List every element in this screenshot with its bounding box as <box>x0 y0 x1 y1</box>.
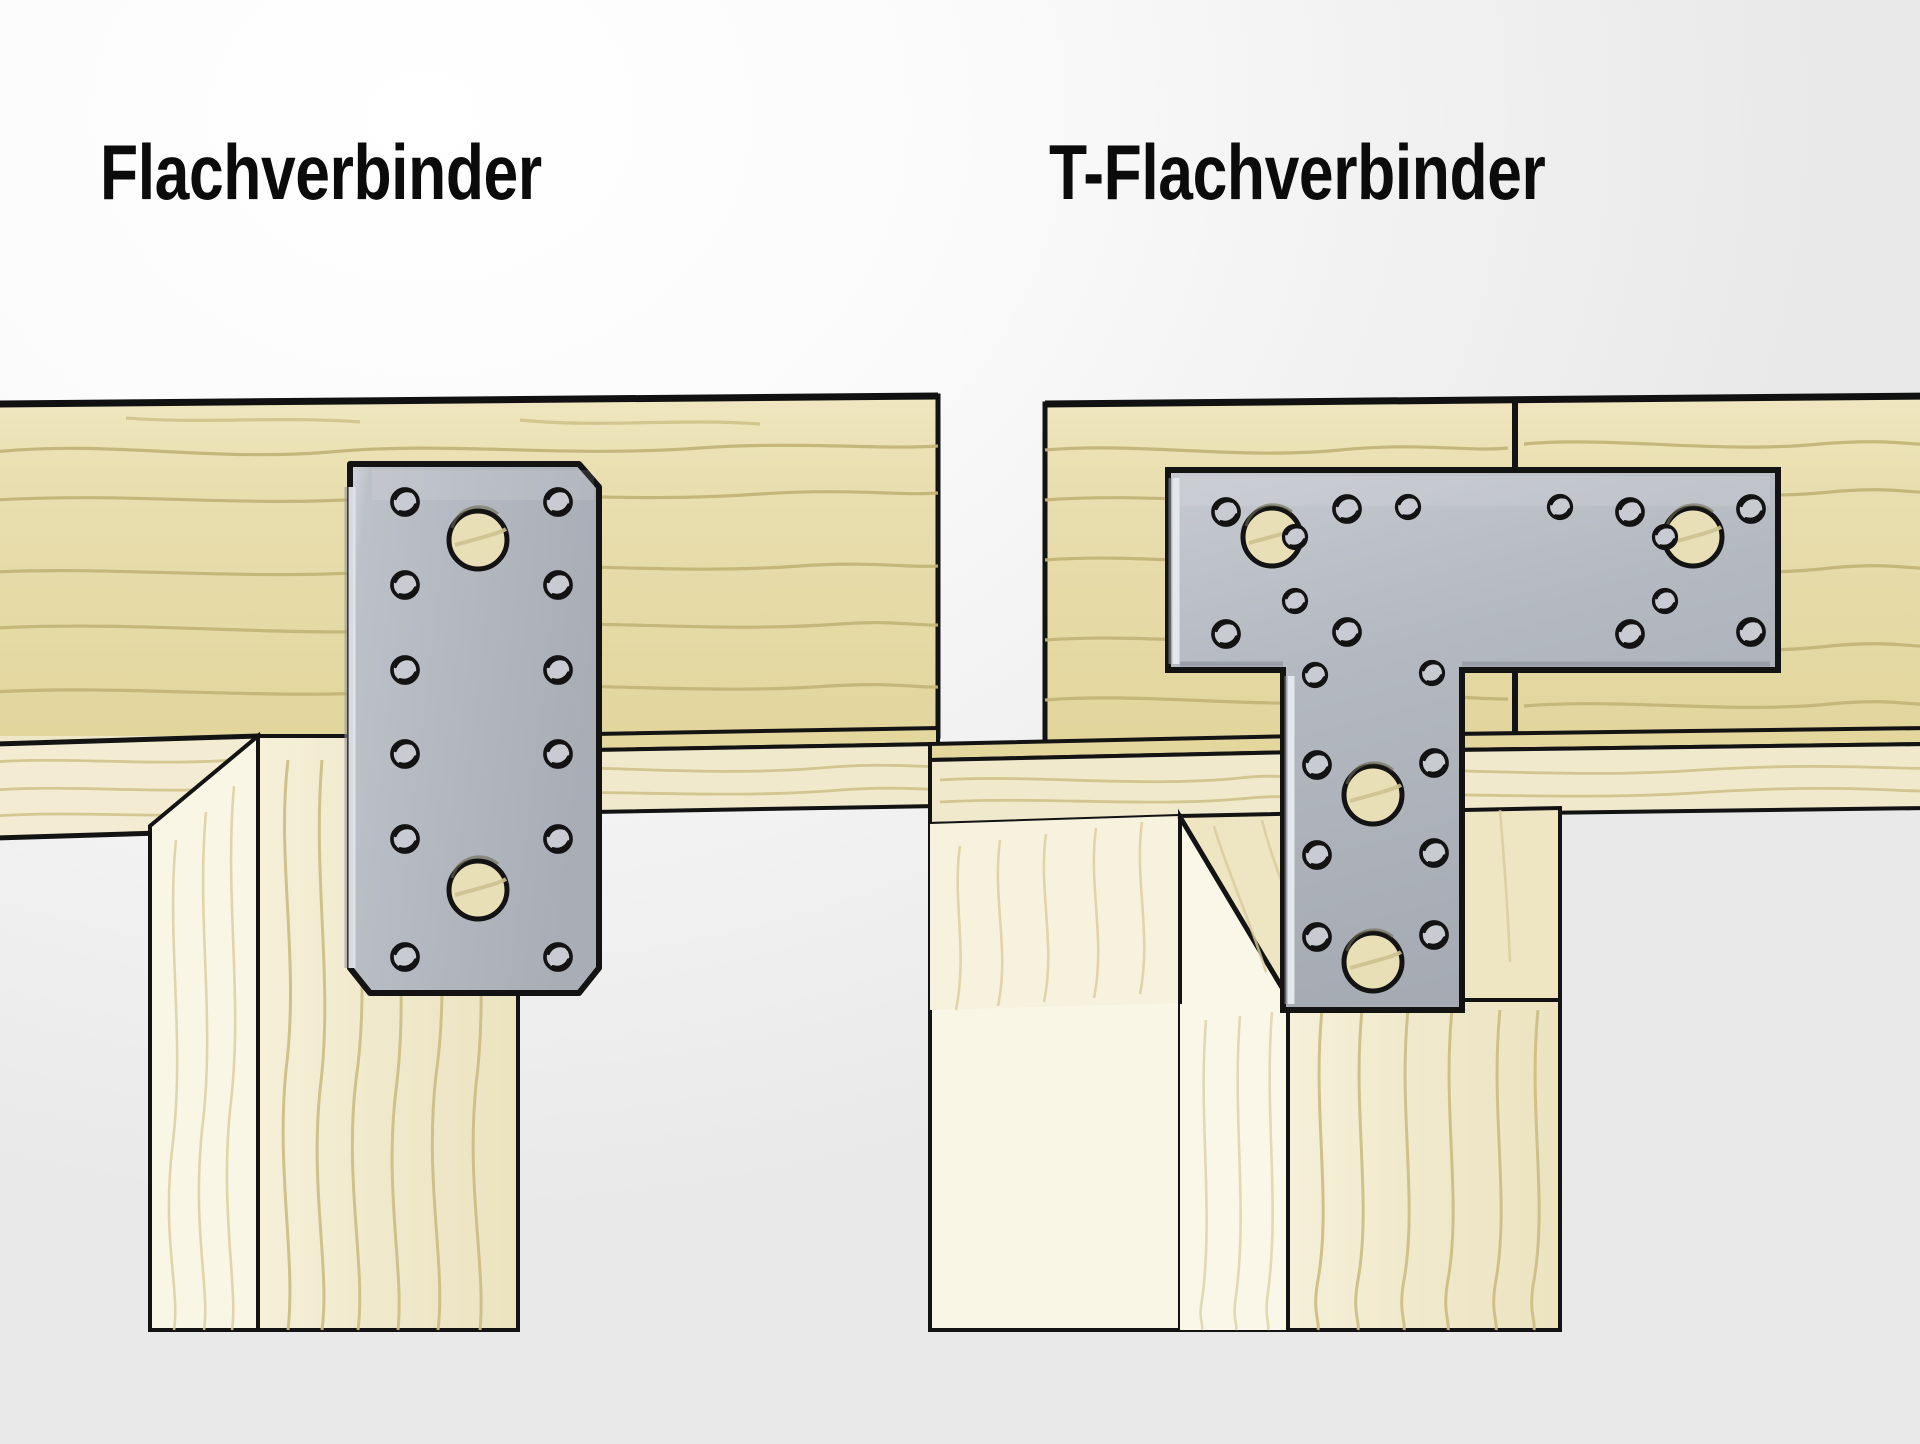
connector-plate-tee <box>1165 467 1781 1013</box>
beam-right-shelf-left <box>928 733 1302 827</box>
post-right-grain <box>1314 1009 1541 1331</box>
page-title-right: T-Flachverbinder <box>1049 128 1546 216</box>
bolt-hole <box>1341 928 1405 994</box>
bolt-hole <box>446 505 510 572</box>
diagram-t-flachverbinder <box>928 392 1920 1332</box>
bolt-hole <box>446 855 510 922</box>
bolt-hole <box>1341 761 1405 827</box>
diagram-flachverbinder <box>0 392 941 1332</box>
bolt-hole <box>1240 503 1304 569</box>
page-title-left: Flachverbinder <box>100 128 542 216</box>
bolt-hole <box>1661 503 1725 569</box>
connector-plate-flat <box>344 461 602 996</box>
